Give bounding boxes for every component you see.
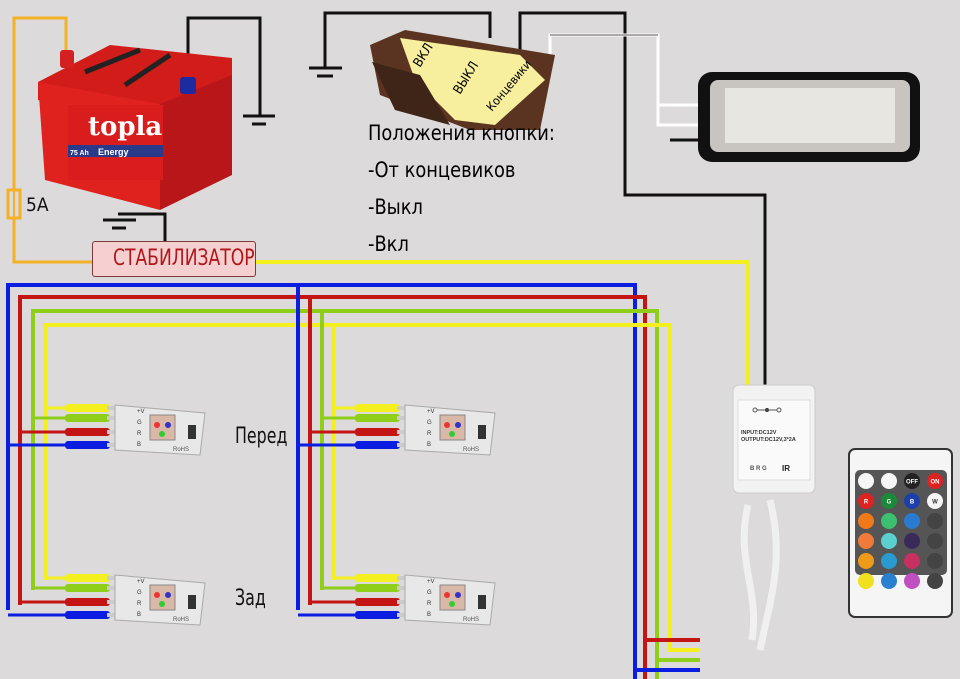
battery-brand: topla xyxy=(88,112,162,142)
rohs-label: RoHS xyxy=(173,447,189,453)
remote-button-label: B xyxy=(910,500,915,506)
ground-icon xyxy=(103,218,136,230)
dome-lamp xyxy=(698,72,920,162)
remote-button[interactable] xyxy=(904,553,920,569)
remote-button[interactable] xyxy=(881,513,897,529)
pin-label: G xyxy=(137,420,142,426)
pin-label: +V xyxy=(137,579,145,585)
remote-button-label: OFF xyxy=(906,480,918,486)
remote-button-label: W xyxy=(932,500,938,506)
ir-label: IR xyxy=(782,464,790,473)
svg-text:B R G: B R G xyxy=(750,466,767,472)
remote-button[interactable] xyxy=(858,513,874,529)
rgb-controller: INPUT:DC12V OUTPUT:DC12V,3*2A B R G IR xyxy=(732,384,816,651)
ground-icon xyxy=(243,114,275,126)
pin-label: +V xyxy=(137,409,145,415)
pin-label: B xyxy=(137,612,141,618)
wire-stabilizer-output xyxy=(254,260,750,388)
wire-battery-negative xyxy=(186,16,262,116)
front-label: Перед xyxy=(235,424,288,449)
svg-text:75 Ah: 75 Ah xyxy=(70,150,89,157)
led-strip-module: +V GRB RoHS xyxy=(8,404,206,456)
battery: topla Energy 75 Ah xyxy=(38,45,232,210)
remote-button[interactable] xyxy=(881,493,897,509)
remote-button[interactable] xyxy=(927,553,943,569)
led-strip-module: +V GRB RoHS xyxy=(298,404,496,456)
wire-switch-to-controller xyxy=(518,11,767,388)
pin-label: +V xyxy=(427,409,435,415)
remote-button[interactable] xyxy=(904,573,920,589)
remote-button[interactable] xyxy=(904,513,920,529)
stabilizer-label: СТАБИЛИЗАТОР xyxy=(92,241,256,277)
controller-input-text: INPUT:DC12V xyxy=(741,430,777,436)
pin-label: R xyxy=(427,431,432,437)
svg-text:Energy: Energy xyxy=(98,147,129,157)
remote-button[interactable] xyxy=(881,573,897,589)
remote-button[interactable] xyxy=(858,533,874,549)
rohs-label: RoHS xyxy=(463,617,479,623)
wire-switch-to-lamp xyxy=(548,33,715,127)
note-item: -Выкл xyxy=(368,195,423,219)
ir-remote[interactable]: OFF ON R G B W xyxy=(848,448,953,618)
remote-button[interactable] xyxy=(904,533,920,549)
wire-stabilizer-ground xyxy=(118,212,167,241)
remote-button-label: R xyxy=(864,500,869,506)
remote-button[interactable] xyxy=(904,493,920,509)
wire-battery-positive xyxy=(12,16,92,264)
wire-switch-ground xyxy=(323,11,492,68)
pin-label: R xyxy=(427,601,432,607)
button-positions-note: Положения кнопки: -От концевиков -Выкл -… xyxy=(368,115,555,263)
pin-label: G xyxy=(427,420,432,426)
remote-button[interactable] xyxy=(904,473,920,489)
remote-button[interactable] xyxy=(927,513,943,529)
pin-label: B xyxy=(137,442,141,448)
remote-button[interactable] xyxy=(858,473,874,489)
controller-output-text: OUTPUT:DC12V,3*2A xyxy=(741,437,796,443)
remote-button-label: G xyxy=(887,500,892,506)
remote-button[interactable] xyxy=(858,573,874,589)
pin-label: B xyxy=(427,612,431,618)
led-bus-wires xyxy=(6,283,700,679)
remote-button[interactable] xyxy=(927,473,943,489)
pin-label: G xyxy=(137,590,142,596)
note-title: Положения кнопки: xyxy=(368,121,555,145)
remote-button[interactable] xyxy=(881,473,897,489)
rohs-label: RoHS xyxy=(463,447,479,453)
pin-label: R xyxy=(137,431,142,437)
note-item: -От концевиков xyxy=(368,158,516,182)
remote-button[interactable] xyxy=(927,573,943,589)
pin-label: B xyxy=(427,442,431,448)
pin-label: +V xyxy=(427,579,435,585)
remote-button[interactable] xyxy=(881,533,897,549)
led-strip-module: +V GRB RoHS xyxy=(8,574,206,626)
rear-label: Зад xyxy=(235,586,266,611)
remote-button[interactable] xyxy=(858,493,874,509)
fuse-label: 5A xyxy=(26,194,49,216)
led-strip-module: +V GRB RoHS xyxy=(298,574,496,626)
remote-button[interactable] xyxy=(858,553,874,569)
rocker-switch[interactable]: ВКЛ ВЫКЛ Концевики xyxy=(370,30,555,130)
remote-button-label: ON xyxy=(931,480,940,486)
note-item: -Вкл xyxy=(368,232,409,256)
remote-button[interactable] xyxy=(881,553,897,569)
rohs-label: RoHS xyxy=(173,617,189,623)
remote-button[interactable] xyxy=(927,493,943,509)
remote-button[interactable] xyxy=(927,533,943,549)
ground-icon xyxy=(309,66,342,78)
pin-label: R xyxy=(137,601,142,607)
pin-label: G xyxy=(427,590,432,596)
